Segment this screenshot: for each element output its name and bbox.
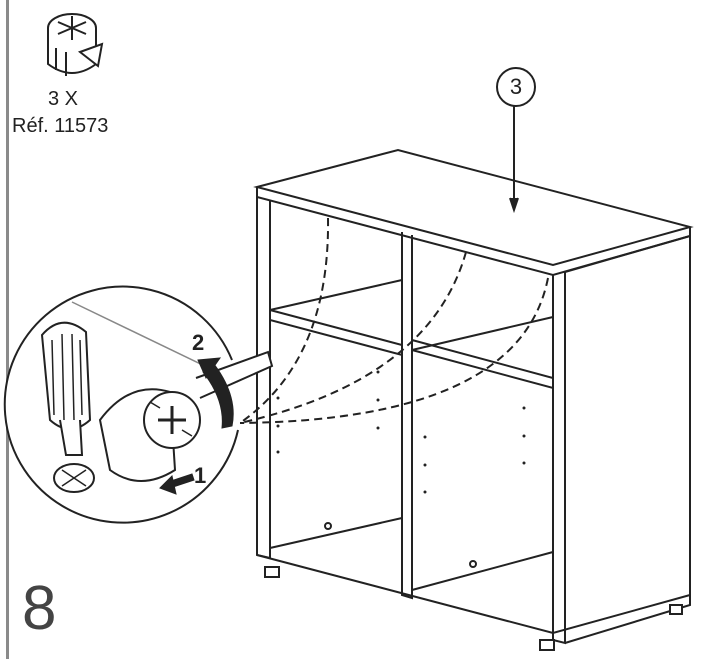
page-margin-bar xyxy=(6,0,9,659)
rotate-arrow xyxy=(197,357,234,429)
push-arrow-label: 1 xyxy=(194,463,207,488)
pin-holes xyxy=(276,370,526,494)
hardware-quantity: 3 X xyxy=(48,88,79,110)
hardware-reference: Réf. 11573 xyxy=(12,115,109,137)
dashed-guide-lines xyxy=(239,217,549,424)
cabinet-drawing xyxy=(253,105,694,651)
part-callout-number: 3 xyxy=(509,74,523,99)
part-callout: 3 xyxy=(496,67,536,107)
cam-lock-fitting-icon xyxy=(47,13,104,76)
rotate-arrow-label: 2 xyxy=(192,330,205,355)
detail-magnifier xyxy=(3,285,274,524)
step-number: 8 xyxy=(22,574,57,643)
push-arrow xyxy=(159,473,195,495)
